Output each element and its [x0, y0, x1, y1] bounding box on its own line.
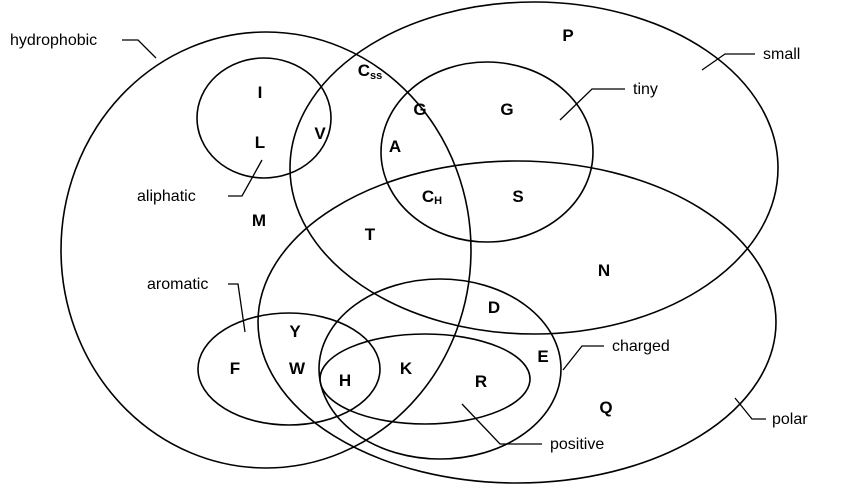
amino-acid-M: M: [252, 211, 266, 230]
amino-acid-C-H: CH: [422, 187, 442, 207]
charged-set-ellipse: [318, 278, 562, 460]
amino-acid-C-ss-base: C: [358, 61, 370, 80]
amino-acid-E: E: [537, 347, 548, 366]
hydrophobic-set-ellipse: [60, 31, 472, 469]
amino-acid-K: K: [400, 359, 413, 378]
tiny-leader: [559, 88, 625, 121]
amino-acid-C-H-subscript: H: [434, 195, 442, 207]
hydrophobic-label: hydrophobic: [10, 32, 97, 49]
amino-acid-D: D: [488, 298, 500, 317]
aromatic-set-ellipse: [197, 312, 381, 426]
positive-set-ellipse: [319, 333, 531, 425]
amino-acid-A: A: [389, 137, 401, 156]
small-leader: [701, 53, 755, 71]
hydrophobic-leader: [122, 39, 157, 59]
amino-acid-T: T: [365, 225, 376, 244]
tiny-label: tiny: [633, 81, 658, 98]
amino-acid-G-small: G: [500, 100, 513, 119]
positive-leader: [461, 403, 542, 445]
amino-acid-C-H-base: C: [422, 187, 434, 206]
amino-acid-Q: Q: [599, 398, 612, 417]
charged-label: charged: [612, 338, 670, 355]
small-label: small: [763, 46, 800, 63]
positive-label: positive: [550, 436, 604, 453]
aliphatic-label: aliphatic: [137, 188, 196, 205]
tiny-set-ellipse: [380, 61, 594, 243]
aromatic-leader: [228, 283, 246, 333]
aliphatic-set-ellipse: [196, 57, 332, 179]
polar-set-ellipse: [257, 160, 777, 484]
small-set-ellipse: [289, 1, 779, 335]
polar-leader: [734, 397, 766, 420]
polar-label: polar: [772, 411, 808, 428]
amino-acid-V: V: [314, 124, 326, 143]
amino-acid-L: L: [255, 133, 265, 152]
amino-acid-H: H: [339, 371, 351, 390]
amino-acid-Y: Y: [289, 322, 301, 341]
amino-acid-P: P: [562, 26, 573, 45]
amino-acid-C-ss: Css: [358, 61, 383, 82]
amino-acid-C-ss-subscript: ss: [370, 70, 382, 82]
aromatic-label: aromatic: [147, 276, 208, 293]
charged-leader: [562, 345, 604, 371]
amino-acid-R: R: [475, 372, 487, 391]
amino-acid-G-hydrophobic: G: [413, 100, 426, 119]
amino-acid-N: N: [598, 261, 610, 280]
amino-acid-W: W: [289, 359, 306, 378]
aliphatic-leader: [228, 159, 263, 197]
amino-acid-S: S: [512, 187, 523, 206]
amino-acid-F: F: [230, 359, 240, 378]
amino-acid-I: I: [258, 83, 263, 102]
